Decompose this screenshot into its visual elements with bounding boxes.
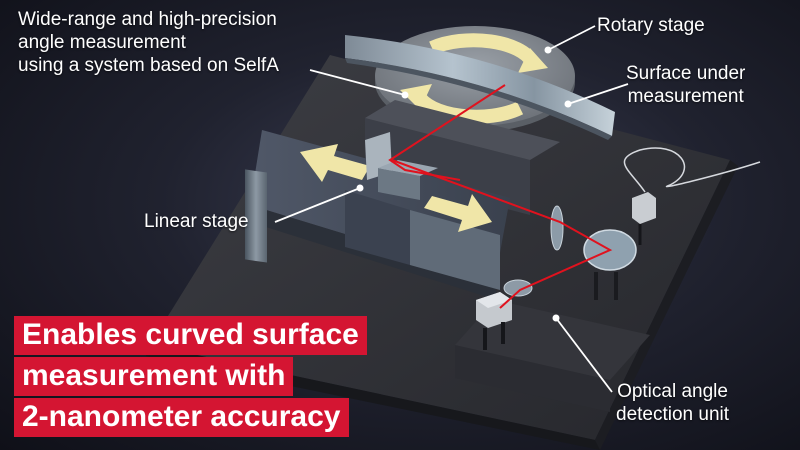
optical-line-1: Optical angle [617, 381, 728, 402]
surface-line-1: Surface under [626, 63, 746, 84]
leader-dot-optical [552, 314, 560, 322]
leader-lines [274, 25, 629, 393]
title-label: Wide-range and high-precision angle meas… [18, 8, 279, 77]
laser-beam [388, 84, 613, 309]
title-line-3: using a system based on SelfA [18, 55, 279, 76]
leader-dot-linear [356, 184, 364, 192]
optical-elements [476, 192, 656, 350]
callout-line-1: Enables curved surface [14, 316, 367, 355]
linear-stage-label: Linear stage [144, 211, 249, 232]
optical-unit-label: Optical angle detection unit [616, 380, 729, 426]
central-block [365, 100, 560, 215]
title-line-1: Wide-range and high-precision [18, 9, 277, 30]
linear-arrows [300, 144, 492, 232]
callout-line-3: 2-nanometer accuracy [14, 398, 349, 437]
title-line-2: angle measurement [18, 32, 186, 53]
leader-dot-rotary [544, 46, 552, 54]
callout-line-2: measurement with [14, 357, 294, 396]
surface-label: Surface under measurement [626, 62, 745, 108]
rotation-arrowhead-1 [400, 84, 432, 110]
leader-dot-surface [564, 100, 572, 108]
optical-line-2: detection unit [616, 404, 730, 425]
stage-mirror-blocks [365, 132, 438, 200]
fiber-cable [623, 147, 761, 193]
surface-line-2: measurement [627, 86, 744, 107]
rotation-arrow [411, 33, 539, 124]
rotary-stage-label: Rotary stage [597, 15, 705, 36]
rotation-arrowhead-2 [518, 48, 548, 73]
curved-surface-sample [345, 35, 615, 140]
leader-dot-title [401, 91, 409, 99]
